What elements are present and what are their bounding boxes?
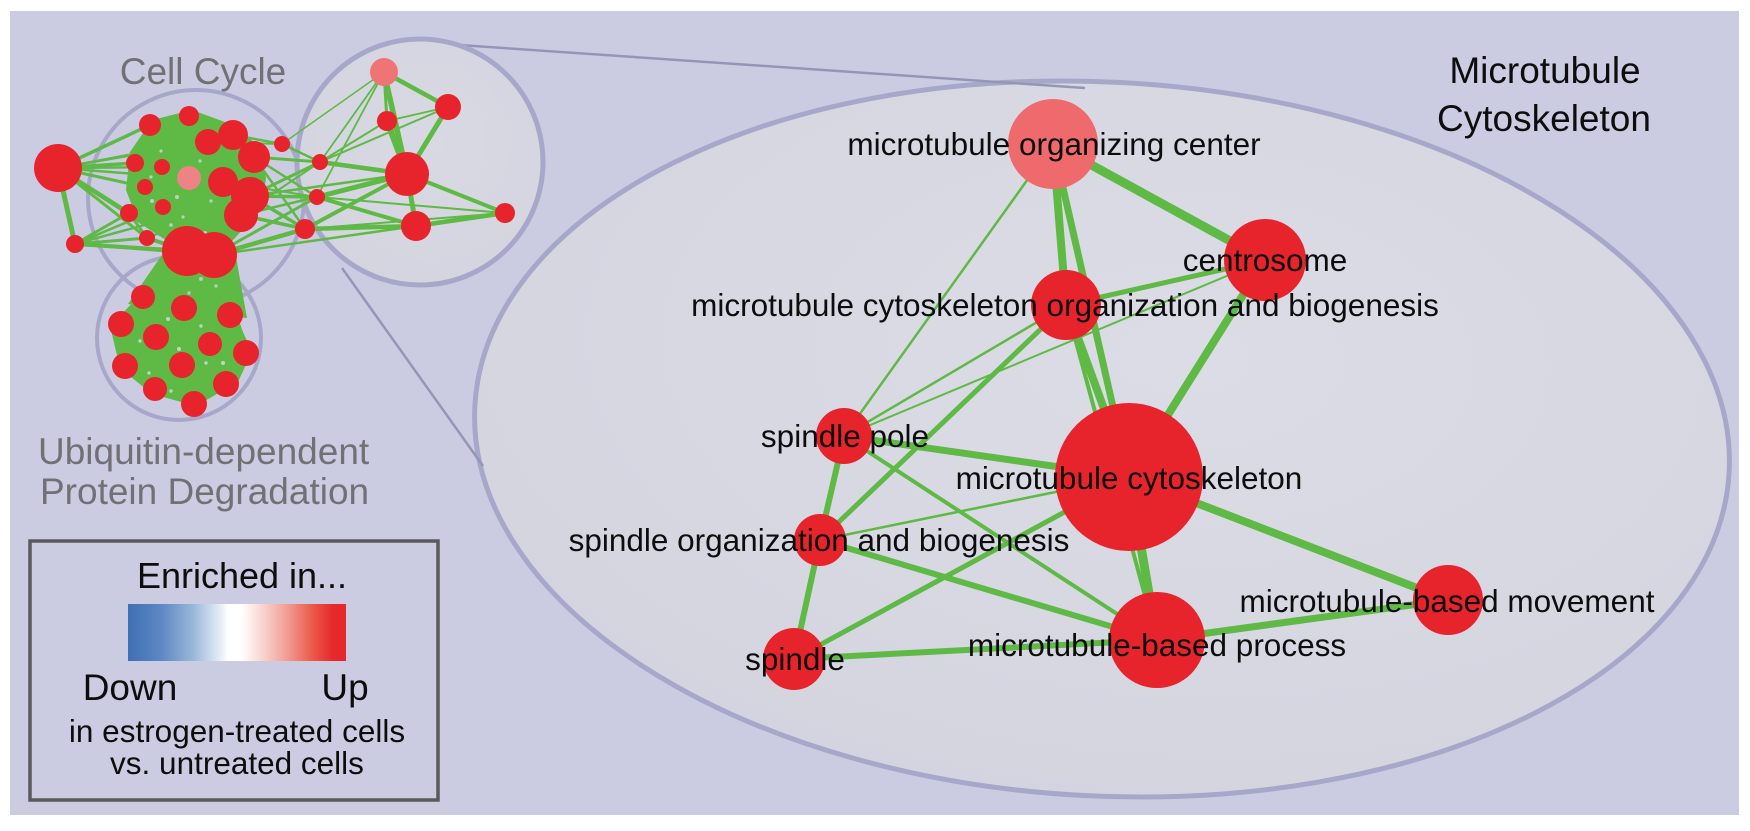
svg-text:Microtubule: Microtubule bbox=[1449, 50, 1640, 91]
svg-text:Up: Up bbox=[321, 667, 368, 708]
svg-text:microtubule-based movement: microtubule-based movement bbox=[1240, 583, 1655, 619]
svg-text:spindle organization and bioge: spindle organization and biogenesis bbox=[569, 522, 1070, 558]
svg-text:microtubule-based process: microtubule-based process bbox=[968, 627, 1346, 663]
svg-text:in estrogen-treated cells: in estrogen-treated cells bbox=[69, 713, 405, 749]
svg-text:centrosome: centrosome bbox=[1183, 242, 1348, 278]
svg-text:vs. untreated cells: vs. untreated cells bbox=[110, 745, 364, 781]
svg-text:Cell Cycle: Cell Cycle bbox=[120, 51, 287, 92]
svg-text:Down: Down bbox=[83, 667, 178, 708]
svg-text:microtubule cytoskeleton organ: microtubule cytoskeleton organization an… bbox=[691, 287, 1439, 323]
svg-text:spindle pole: spindle pole bbox=[761, 418, 929, 454]
svg-text:Enriched in...: Enriched in... bbox=[137, 555, 347, 596]
svg-text:Cytoskeleton: Cytoskeleton bbox=[1437, 98, 1651, 139]
svg-text:Ubiquitin-dependent: Ubiquitin-dependent bbox=[38, 431, 370, 472]
svg-text:spindle: spindle bbox=[745, 641, 845, 677]
svg-text:Protein Degradation: Protein Degradation bbox=[40, 471, 369, 512]
svg-text:microtubule cytoskeleton: microtubule cytoskeleton bbox=[956, 460, 1303, 496]
svg-text:microtubule organizing center: microtubule organizing center bbox=[847, 126, 1260, 162]
